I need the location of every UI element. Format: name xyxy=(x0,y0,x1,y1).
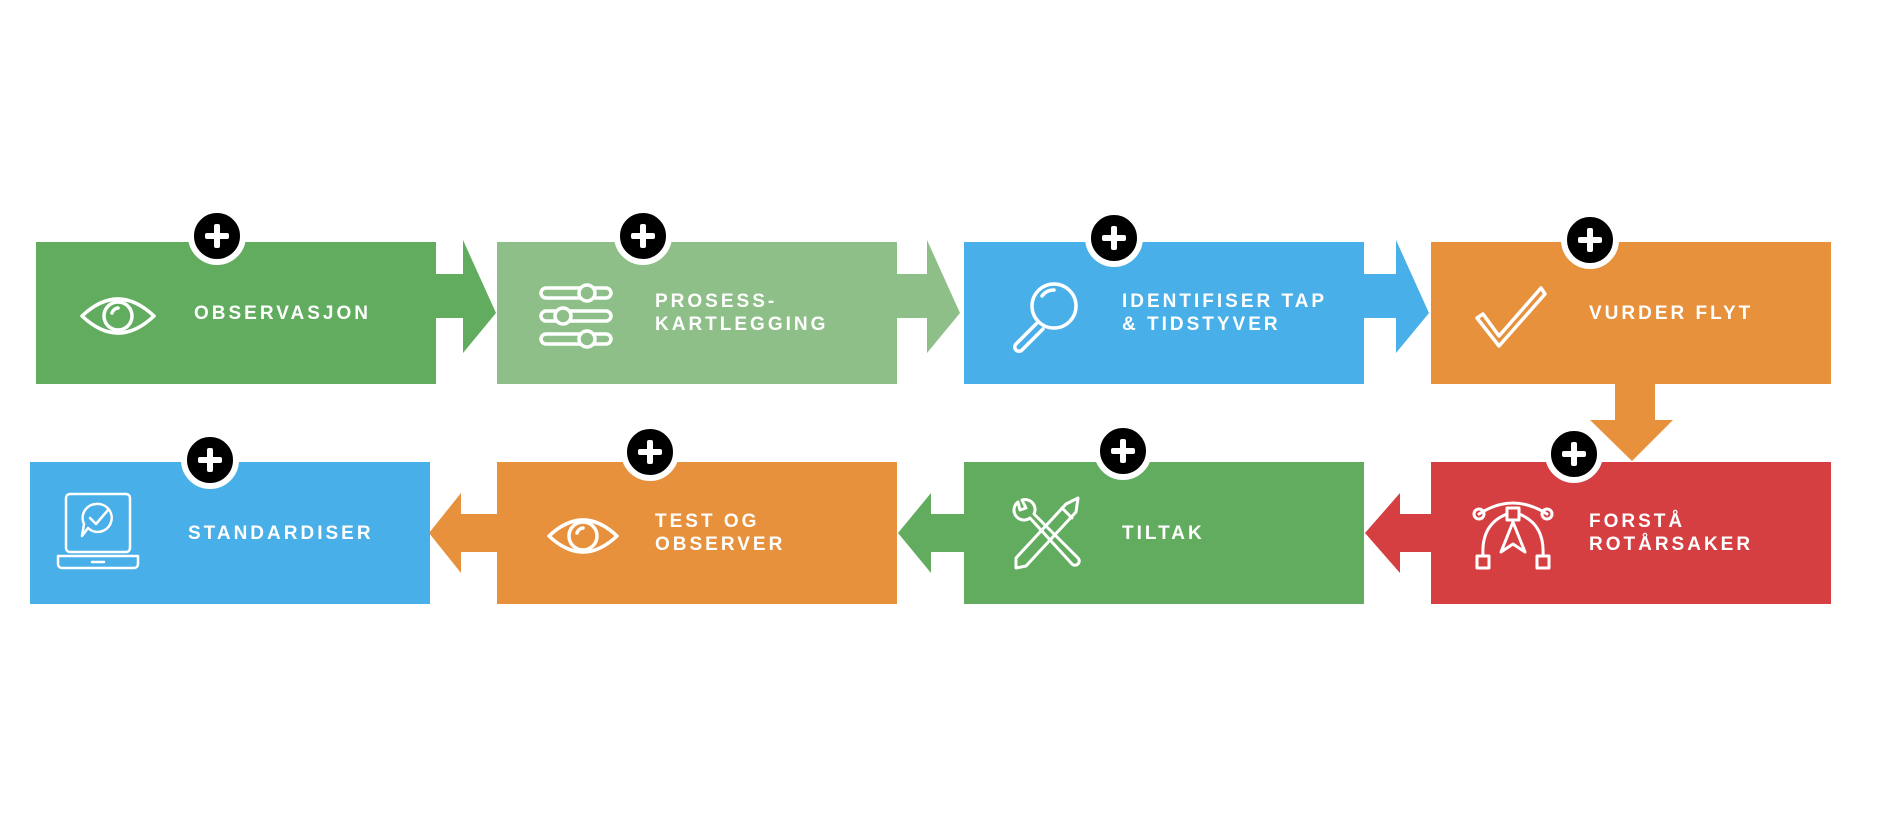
expand-plus-button-forsta-rotarsaker[interactable] xyxy=(1545,425,1603,483)
step-label-line: OBSERVASJON xyxy=(194,302,371,324)
arrow-2-to-3 xyxy=(896,240,960,353)
step-identifiser-tap: IDENTIFISER TAP & TIDSTYVER xyxy=(964,242,1364,384)
step-forsta-rotarsaker: FORSTÅ ROTÅRSAKER xyxy=(1431,462,1831,604)
step-label-line: TILTAK xyxy=(1122,522,1205,544)
eye-icon xyxy=(76,274,160,358)
tools-icon xyxy=(1004,494,1088,578)
step-label: STANDARDISER xyxy=(188,462,420,604)
step-label-line: TEST OG xyxy=(655,511,760,532)
step-label: FORSTÅ ROTÅRSAKER xyxy=(1589,462,1821,604)
step-label-line: VURDER FLYT xyxy=(1589,302,1754,324)
arrow-1-to-2 xyxy=(434,240,496,353)
expand-plus-button-test-og-observer[interactable] xyxy=(621,423,679,481)
magnifier-icon xyxy=(1004,274,1088,358)
laptop-check-icon xyxy=(56,490,140,574)
step-label: IDENTIFISER TAP & TIDSTYVER xyxy=(1122,242,1354,384)
bezier-pen-icon xyxy=(1471,494,1555,578)
arrow-6-to-7 xyxy=(898,493,965,573)
arrow-3-to-4 xyxy=(1363,240,1429,353)
sliders-icon xyxy=(537,274,621,358)
step-observasjon: OBSERVASJON xyxy=(36,242,436,384)
step-label: OBSERVASJON xyxy=(194,242,426,384)
expand-plus-button-standardiser[interactable] xyxy=(181,431,239,489)
expand-plus-button-observasjon[interactable] xyxy=(188,207,246,265)
arrow-7-to-8 xyxy=(429,493,497,573)
arrow-4-to-5 xyxy=(1590,384,1673,461)
step-label-line: OBSERVER xyxy=(655,534,786,555)
step-label: TEST OG OBSERVER xyxy=(655,462,887,604)
step-label-line: PROSESS- xyxy=(655,291,778,312)
step-tiltak: TILTAK xyxy=(964,462,1364,604)
expand-plus-button-prosesskartlegging[interactable] xyxy=(614,207,672,265)
expand-plus-button-identifiser-tap[interactable] xyxy=(1085,209,1143,267)
expand-plus-button-tiltak[interactable] xyxy=(1094,422,1152,480)
arrow-5-to-6 xyxy=(1365,493,1432,573)
step-label-line: STANDARDISER xyxy=(188,522,374,544)
step-label-line: & TIDSTYVER xyxy=(1122,314,1281,335)
step-label: VURDER FLYT xyxy=(1589,242,1821,384)
eye-icon xyxy=(537,494,621,578)
step-prosesskartlegging: PROSESS- KARTLEGGING xyxy=(497,242,897,384)
checkmark-icon xyxy=(1471,274,1555,358)
step-label: PROSESS- KARTLEGGING xyxy=(655,242,887,384)
expand-plus-button-vurder-flyt[interactable] xyxy=(1561,211,1619,269)
step-test-og-observer: TEST OG OBSERVER xyxy=(497,462,897,604)
step-label-line: ROTÅRSAKER xyxy=(1589,534,1754,555)
step-label-line: FORSTÅ xyxy=(1589,511,1686,532)
step-label-line: KARTLEGGING xyxy=(655,314,829,335)
step-label-line: IDENTIFISER TAP xyxy=(1122,291,1328,312)
step-label: TILTAK xyxy=(1122,462,1354,604)
step-vurder-flyt: VURDER FLYT xyxy=(1431,242,1831,384)
step-standardiser: STANDARDISER xyxy=(30,462,430,604)
